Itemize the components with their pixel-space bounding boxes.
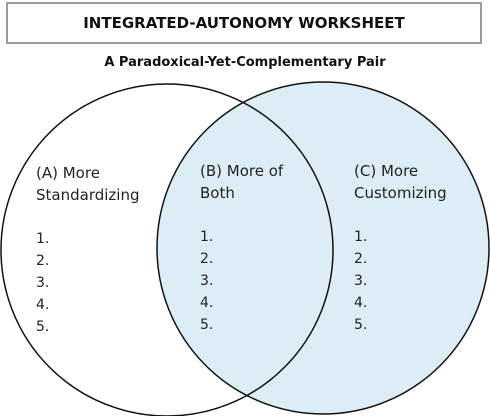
worksheet-subtitle: A Paradoxical-Yet-Complementary Pair xyxy=(104,55,386,70)
list-item: 5. xyxy=(354,317,368,333)
region-c-heading-line2: Customizing xyxy=(354,184,447,202)
region-a-heading-line2: Standardizing xyxy=(36,186,140,204)
list-item: 1. xyxy=(36,231,50,247)
list-item: 2. xyxy=(36,253,50,269)
list-item: 3. xyxy=(354,273,368,289)
worksheet-title: INTEGRATED-AUTONOMY WORKSHEET xyxy=(6,2,482,44)
region-b-list: 1. 2. 3. 4. 5. xyxy=(200,226,300,336)
right-circle xyxy=(156,81,490,415)
region-more-standardizing: (A) More Standardizing 1. 2. 3. 4. 5. xyxy=(36,162,156,338)
list-item: 1. xyxy=(200,229,214,245)
list-item: 3. xyxy=(36,275,50,291)
list-item: 1. xyxy=(354,229,368,245)
region-b-heading-line1: (B) More of xyxy=(200,162,284,180)
region-more-customizing: (C) More Customizing 1. 2. 3. 4. 5. xyxy=(354,160,464,336)
list-item: 2. xyxy=(200,251,214,267)
right-circle-fill xyxy=(157,82,489,414)
region-c-heading-line1: (C) More xyxy=(354,162,419,180)
region-b-heading-line2: Both xyxy=(200,184,235,202)
region-a-heading-line1: (A) More xyxy=(36,164,100,182)
list-item: 3. xyxy=(200,273,214,289)
list-item: 2. xyxy=(354,251,368,267)
list-item: 4. xyxy=(36,297,50,313)
list-item: 5. xyxy=(36,319,50,335)
list-item: 4. xyxy=(354,295,368,311)
region-a-list: 1. 2. 3. 4. 5. xyxy=(36,228,156,338)
list-item: 4. xyxy=(200,295,214,311)
list-item: 5. xyxy=(200,317,214,333)
region-c-list: 1. 2. 3. 4. 5. xyxy=(354,226,464,336)
region-more-of-both: (B) More of Both 1. 2. 3. 4. 5. xyxy=(200,160,300,336)
left-circle xyxy=(0,83,334,416)
